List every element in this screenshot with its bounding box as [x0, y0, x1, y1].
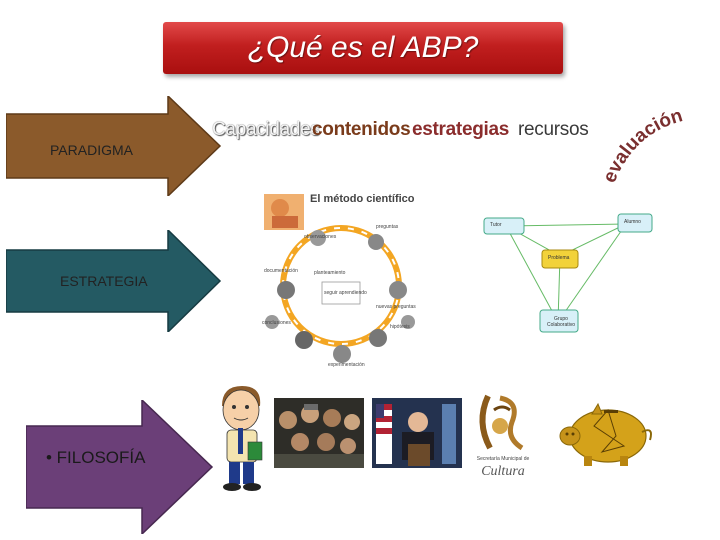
word-contenidos: contenidos: [312, 119, 411, 140]
word-recursos: recursos: [518, 119, 589, 140]
sm-label-7: conclusiones: [262, 320, 291, 326]
word-cloud: Capacidades contenidos estrategias recur…: [212, 119, 612, 149]
sm-label-1: observaciones: [304, 234, 337, 240]
logo-caption-line1: Secretaría Municipal de: [476, 456, 530, 462]
culture-logo-emblem: [479, 394, 524, 451]
logo-caption-line2: Cultura: [481, 464, 525, 479]
triangle-diagram: Tutor Alumno Problema Grupo Colaborativo: [478, 210, 654, 346]
paradigm-label: PARADIGMA: [50, 142, 133, 158]
sm-label-3: documentación: [264, 268, 298, 274]
evaluacion-curved-text: evaluación: [604, 112, 685, 186]
sm-label-4: planteamiento: [314, 270, 346, 276]
node-alumno: Alumno: [624, 219, 641, 225]
strategy-label: ESTRATEGIA: [60, 273, 148, 289]
piggy-bank-image: [554, 396, 660, 472]
scientific-method-image: El método científico observaciones pregu…: [258, 186, 424, 372]
node-tutor: Tutor: [490, 222, 502, 228]
word-estrategias: estrategias: [412, 119, 510, 140]
culture-logo: Secretaría Municipal de Cultura: [470, 392, 536, 484]
sm-label-9: experimentación: [328, 362, 365, 368]
word-capacidades: Capacidades: [212, 119, 320, 140]
philosophy-label: • FILOSOFÍA: [46, 448, 146, 467]
cartoon-student-image: [210, 384, 272, 492]
sm-label-6: nuevas preguntas: [376, 304, 416, 310]
sm-label-8: hipótesis: [390, 324, 410, 330]
sm-label-5: seguir aprendiendo: [324, 290, 367, 296]
node-grupo: Grupo Colaborativo: [546, 316, 576, 328]
node-problema: Problema: [548, 255, 570, 261]
sm-label-2: preguntas: [376, 224, 399, 230]
evaluacion-text: evaluación: [604, 112, 685, 186]
slide-title: ¿Qué es el ABP?: [247, 31, 479, 64]
scientific-method-title: El método científico: [310, 193, 415, 205]
crowd-photo: [274, 398, 364, 468]
philosophy-arrow: • FILOSOFÍA: [26, 400, 216, 534]
title-banner: ¿Qué es el ABP?: [163, 22, 563, 74]
paradigm-arrow: PARADIGMA: [6, 96, 226, 196]
speaker-photo: [372, 398, 462, 468]
strategy-arrow: ESTRATEGIA: [6, 230, 226, 332]
svg-text:evaluación: evaluación: [604, 112, 685, 186]
